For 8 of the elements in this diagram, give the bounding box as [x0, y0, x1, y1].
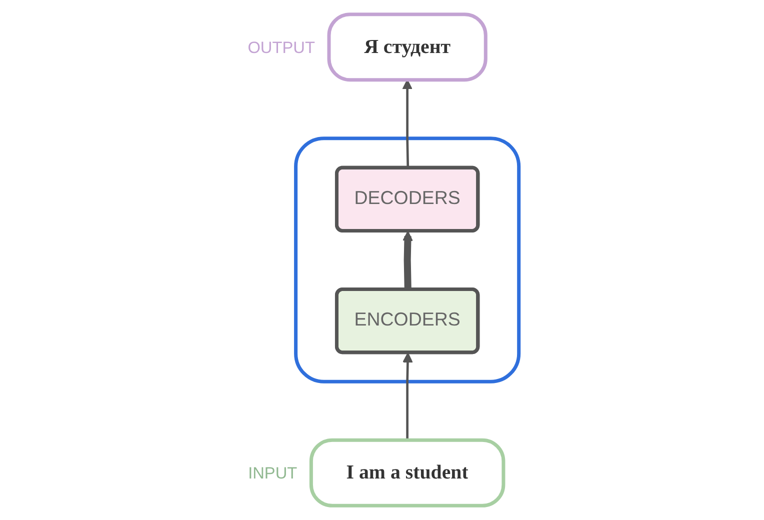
side-label: OUTPUT [248, 38, 315, 57]
arrow [402, 230, 413, 290]
arrow [402, 79, 412, 168]
cluster [294, 136, 520, 384]
node-box [327, 12, 488, 82]
side-label: INPUT [248, 464, 298, 483]
arrow [402, 352, 413, 440]
node-box [309, 438, 506, 508]
